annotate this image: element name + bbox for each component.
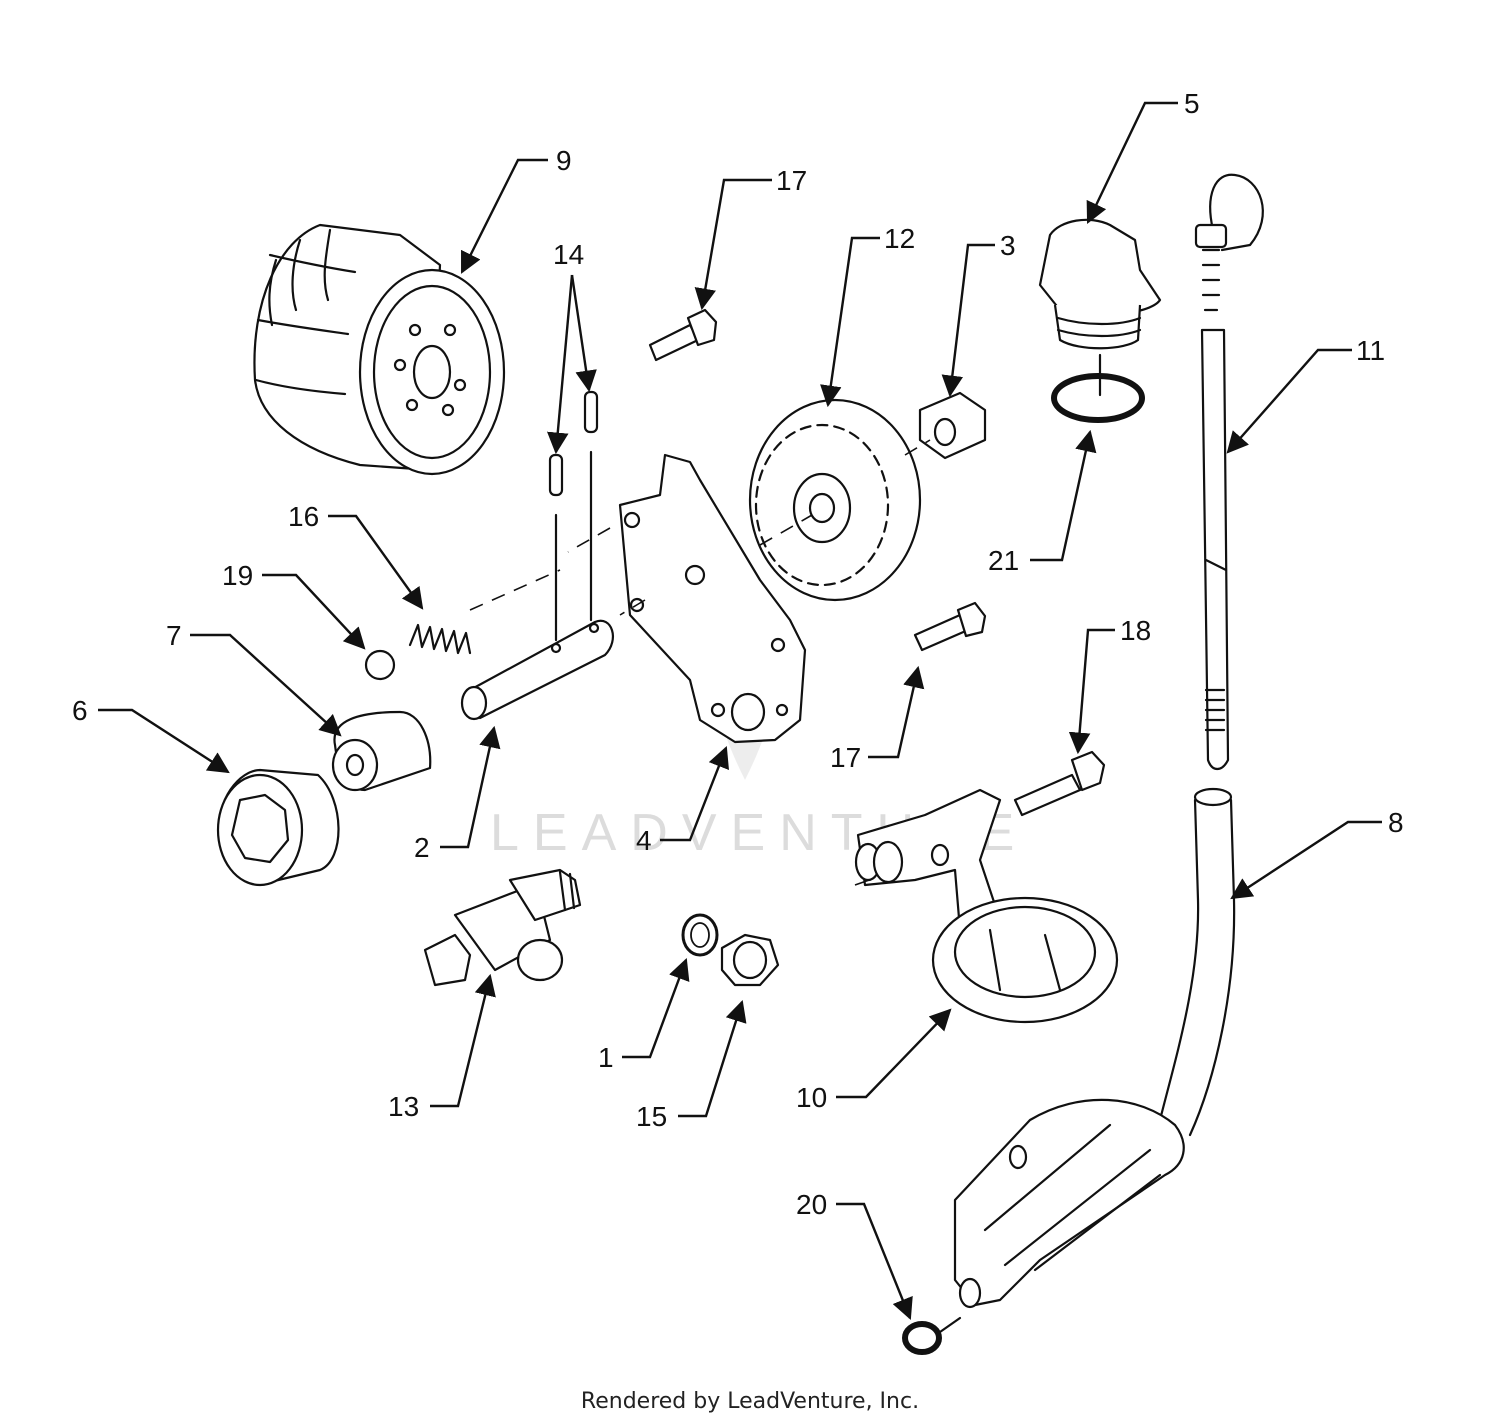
part-20-o-ring[interactable] <box>902 1316 962 1355</box>
part-9-oil-filter[interactable] <box>253 223 506 476</box>
callout-label[interactable]: 7 <box>166 620 182 651</box>
callout-label[interactable]: 1 <box>598 1042 614 1073</box>
part-1-washer[interactable] <box>681 913 719 957</box>
part-12-gear[interactable] <box>748 398 922 602</box>
callout-label[interactable]: 19 <box>222 560 253 591</box>
part-11-dipstick[interactable] <box>1194 173 1264 771</box>
part-19-ball[interactable] <box>364 649 396 681</box>
callout-labels: 9 14 17 12 3 5 11 21 16 19 7 6 2 4 17 18… <box>72 88 1404 1220</box>
part-8-dipstick-tube[interactable] <box>953 787 1236 1309</box>
callout-label[interactable]: 9 <box>556 145 572 176</box>
part-2-shaft[interactable] <box>460 619 614 721</box>
callout-label[interactable]: 17 <box>776 165 807 196</box>
callout-label[interactable]: 14 <box>553 239 584 270</box>
callout-label[interactable]: 18 <box>1120 615 1151 646</box>
part-10-oil-strainer[interactable] <box>854 788 1119 1024</box>
callout-label[interactable]: 5 <box>1184 88 1200 119</box>
callout-label[interactable]: 3 <box>1000 230 1016 261</box>
callout-label[interactable]: 15 <box>636 1101 667 1132</box>
part-6-rotor-housing[interactable] <box>216 768 340 887</box>
callout-label[interactable]: 13 <box>388 1091 419 1122</box>
callout-label[interactable]: 17 <box>830 742 861 773</box>
callout-label[interactable]: 4 <box>636 825 652 856</box>
part-7-rotor[interactable] <box>331 710 432 792</box>
callout-label[interactable]: 8 <box>1388 807 1404 838</box>
part-3-nut[interactable] <box>904 391 987 460</box>
callout-label[interactable]: 6 <box>72 695 88 726</box>
callout-label[interactable]: 20 <box>796 1189 827 1220</box>
callout-label[interactable]: 21 <box>988 545 1019 576</box>
part-13-fitting[interactable] <box>423 868 582 987</box>
callout-label[interactable]: 11 <box>1356 335 1385 366</box>
callout-lines <box>98 101 1382 1321</box>
callout-label[interactable]: 16 <box>288 501 319 532</box>
part-16-spring[interactable] <box>408 569 561 655</box>
callout-label[interactable]: 10 <box>796 1082 827 1113</box>
callout-label[interactable]: 2 <box>414 832 430 863</box>
part-4-bracket[interactable] <box>567 453 807 744</box>
footer-credit: Rendered by LeadVenture, Inc. <box>581 1389 919 1414</box>
part-15-drain-plug[interactable] <box>720 933 780 987</box>
part-18-bolt[interactable] <box>1013 750 1106 817</box>
callout-label[interactable]: 12 <box>884 223 915 254</box>
part-17-bolt-mid[interactable] <box>913 601 987 652</box>
part-17-bolt-top[interactable] <box>648 308 718 362</box>
part-14-pins[interactable] <box>548 390 599 642</box>
part-5-filler-cap[interactable] <box>1038 218 1162 397</box>
part-21-o-ring[interactable] <box>1051 373 1145 423</box>
